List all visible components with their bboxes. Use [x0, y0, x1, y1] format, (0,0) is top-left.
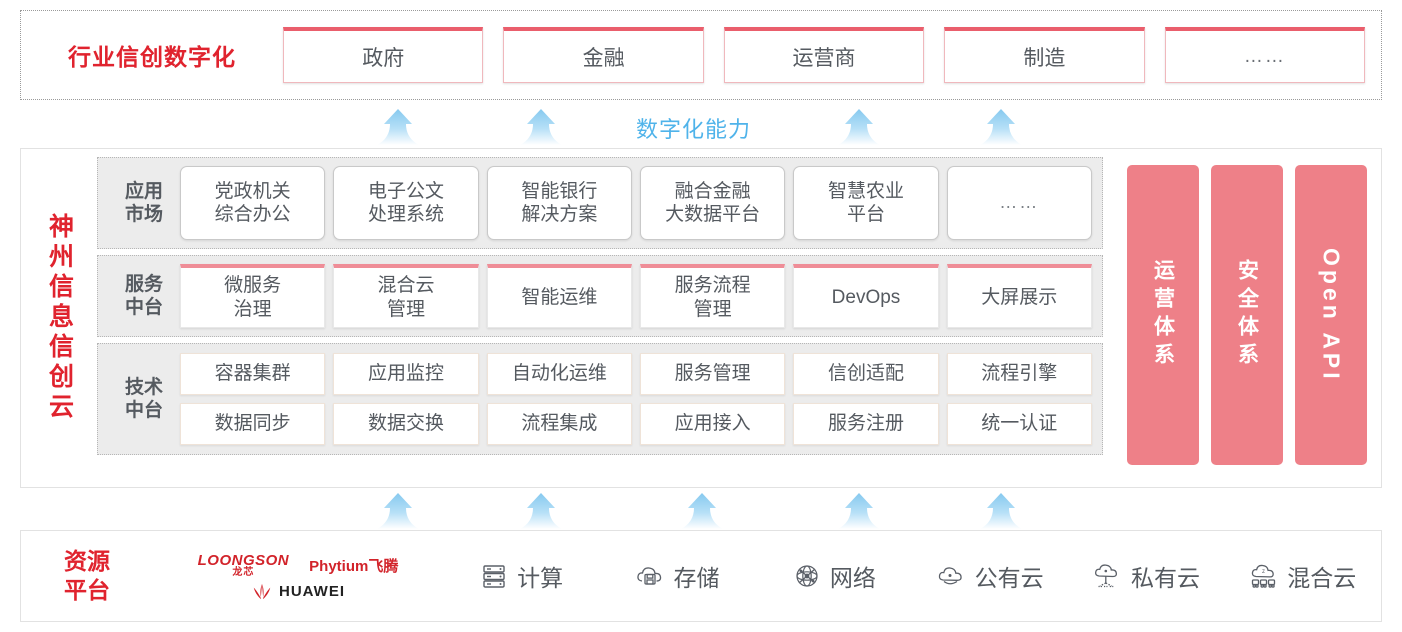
- up-arrow-icon: [836, 108, 882, 146]
- resource-label-private-cloud: 私有云: [1130, 565, 1200, 591]
- capability-label: 数字化能力: [636, 117, 752, 142]
- cloud-rows: 应用 市场 党政机关综合办公 电子公文处理系统 智能银行解决方案: [97, 157, 1103, 455]
- app-cell-smart-bank[interactable]: 智能银行解决方案: [486, 166, 632, 240]
- cloud-block: 神州信息信创云 应用 市场 党政机关综合办公 电子公文处理系统: [20, 148, 1382, 488]
- svc-cell-hybrid-cloud-mgmt[interactable]: 混合云管理: [333, 264, 479, 328]
- vendor-logo-group: LOONGSON 龙芯 Phytium飞腾 HUAWEI: [153, 553, 443, 600]
- storage-cloud-icon: [635, 561, 665, 591]
- band-service-platform: 服务 中台 微服务治理 混合云管理 智能运维 服务流程管理: [97, 255, 1103, 337]
- server-icon: [479, 561, 509, 591]
- band-label-service-platform: 服务 中台: [124, 273, 163, 318]
- band-app-market: 应用 市场 党政机关综合办公 电子公文处理系统 智能银行解决方案: [97, 157, 1103, 249]
- resource-label-public-cloud: 公有云: [974, 565, 1044, 591]
- resource-item-storage[interactable]: 存储: [599, 559, 755, 593]
- industry-card-manufacturing[interactable]: 制造: [944, 27, 1145, 83]
- svc-cell-microservice-governance[interactable]: 微服务治理: [180, 264, 326, 328]
- industry-band: 行业信创数字化 政府 金融 运营商 制造 ……: [20, 10, 1382, 100]
- pillar-security-system[interactable]: 安全体系: [1211, 165, 1283, 465]
- industry-card-telecom[interactable]: 运营商: [723, 27, 925, 83]
- up-arrow-icon: [375, 108, 421, 146]
- app-cell-more[interactable]: ……: [946, 166, 1092, 240]
- app-cell-smart-agriculture[interactable]: 智慧农业平台: [793, 166, 939, 240]
- band-tech-platform: 技术 中台 容器集群 应用监控 自动化运维 服务管理 信创适配 流程引擎: [97, 343, 1103, 455]
- tech-cell-service-registry[interactable]: 服务注册: [793, 403, 939, 445]
- huawei-logo: HUAWEI: [251, 583, 345, 600]
- tech-cell-service-mgmt[interactable]: 服务管理: [639, 353, 786, 395]
- svc-cell-service-process-mgmt[interactable]: 服务流程管理: [639, 264, 786, 328]
- industry-card-government[interactable]: 政府: [283, 27, 484, 83]
- tech-cell-data-sync[interactable]: 数据同步: [180, 403, 326, 445]
- hybrid-cloud-icon: z: [1249, 561, 1279, 591]
- up-arrow-icon: [978, 108, 1024, 146]
- public-cloud-icon: [937, 561, 967, 591]
- tech-cell-app-monitoring[interactable]: 应用监控: [333, 353, 479, 395]
- svg-text:z: z: [1262, 569, 1265, 575]
- cloud-main: 应用 市场 党政机关综合办公 电子公文处理系统 智能银行解决方案: [97, 149, 1381, 487]
- resource-item-public-cloud[interactable]: 公有云: [912, 559, 1068, 593]
- industry-title: 行业信创数字化: [68, 44, 236, 70]
- cloud-title: 神州信息信创云: [21, 149, 97, 487]
- tech-cell-data-exchange[interactable]: 数据交换: [333, 403, 479, 445]
- resource-label-network: 网络: [829, 565, 876, 591]
- industry-card-more[interactable]: ……: [1164, 27, 1366, 83]
- app-cell-gov-office[interactable]: 党政机关综合办公: [180, 166, 326, 240]
- private-cloud-icon: [1093, 561, 1123, 591]
- up-arrow-icon: [518, 492, 564, 530]
- pillar-open-api[interactable]: Open API: [1295, 165, 1367, 465]
- resource-label-storage: 存储: [673, 565, 720, 591]
- tech-cell-unified-auth[interactable]: 统一认证: [946, 403, 1092, 445]
- pillar-open-api-label: Open API: [1318, 247, 1345, 383]
- app-market-cells: 党政机关综合办公 电子公文处理系统 智能银行解决方案 融合金融大数据平台 智慧农: [180, 166, 1092, 240]
- industry-card-list: 政府 金融 运营商 制造 ……: [283, 27, 1381, 83]
- resource-item-private-cloud[interactable]: 私有云: [1068, 559, 1224, 593]
- up-arrow-icon: [375, 492, 421, 530]
- tech-cell-xinchuang-adaptation[interactable]: 信创适配: [793, 353, 939, 395]
- tech-cell-app-access[interactable]: 应用接入: [639, 403, 786, 445]
- band-label-tech-platform: 技术 中台: [124, 376, 163, 421]
- loongson-logo: LOONGSON 龙芯: [197, 551, 290, 578]
- svc-cell-aiops[interactable]: 智能运维: [486, 264, 632, 328]
- huawei-flower-icon: [251, 583, 273, 599]
- svc-cell-devops[interactable]: DevOps: [793, 264, 939, 328]
- tech-row-2: 数据同步 数据交换 流程集成 应用接入 服务注册 统一认证: [180, 403, 1092, 445]
- tech-cell-container-cluster[interactable]: 容器集群: [180, 353, 326, 395]
- resource-label-hybrid-cloud: 混合云: [1287, 565, 1357, 591]
- cloud-title-text: 神州信息信创云: [45, 213, 74, 423]
- tech-platform-grid: 容器集群 应用监控 自动化运维 服务管理 信创适配 流程引擎 数据同步 数据交换…: [180, 353, 1092, 445]
- up-arrow-icon: [978, 492, 1024, 530]
- resource-item-hybrid-cloud[interactable]: z 混合云: [1225, 559, 1381, 593]
- network-icon: [792, 561, 822, 591]
- service-platform-cells: 微服务治理 混合云管理 智能运维 服务流程管理 DevOps 大屏展示: [180, 264, 1092, 328]
- tech-cell-process-integration[interactable]: 流程集成: [486, 403, 632, 445]
- resource-band: 资源 平台 LOONGSON 龙芯 Phytium飞腾: [20, 530, 1382, 622]
- pillar-security-label: 安全体系: [1235, 259, 1259, 371]
- phytium-logo: Phytium飞腾: [309, 557, 399, 575]
- tech-cell-automated-ops[interactable]: 自动化运维: [486, 353, 632, 395]
- logo-row-1: LOONGSON 龙芯 Phytium飞腾: [198, 553, 399, 578]
- resource-title: 资源 平台: [64, 548, 110, 603]
- tech-cell-process-engine[interactable]: 流程引擎: [946, 353, 1092, 395]
- app-cell-edoc-system[interactable]: 电子公文处理系统: [333, 166, 479, 240]
- band-label-app-market: 应用 市场: [124, 180, 163, 225]
- pillar-operations-system[interactable]: 运营体系: [1127, 165, 1199, 465]
- resource-label-compute: 计算: [517, 565, 564, 591]
- resource-item-network[interactable]: 网络: [756, 559, 912, 593]
- logo-row-2: HUAWEI: [251, 583, 345, 600]
- resource-item-compute[interactable]: 计算: [443, 559, 599, 593]
- app-cell-finance-bigdata[interactable]: 融合金融大数据平台: [639, 166, 786, 240]
- pillar-operations-label: 运营体系: [1151, 259, 1175, 371]
- resource-item-list: 计算 存储: [443, 559, 1381, 593]
- up-arrow-icon: [679, 492, 725, 530]
- up-arrow-icon: [518, 108, 564, 146]
- tech-row-1: 容器集群 应用监控 自动化运维 服务管理 信创适配 流程引擎: [180, 353, 1092, 395]
- svc-cell-dashboard[interactable]: 大屏展示: [946, 264, 1092, 328]
- pillar-group: 运营体系 安全体系 Open API: [1127, 165, 1367, 465]
- up-arrow-icon: [836, 492, 882, 530]
- industry-card-finance[interactable]: 金融: [503, 27, 704, 83]
